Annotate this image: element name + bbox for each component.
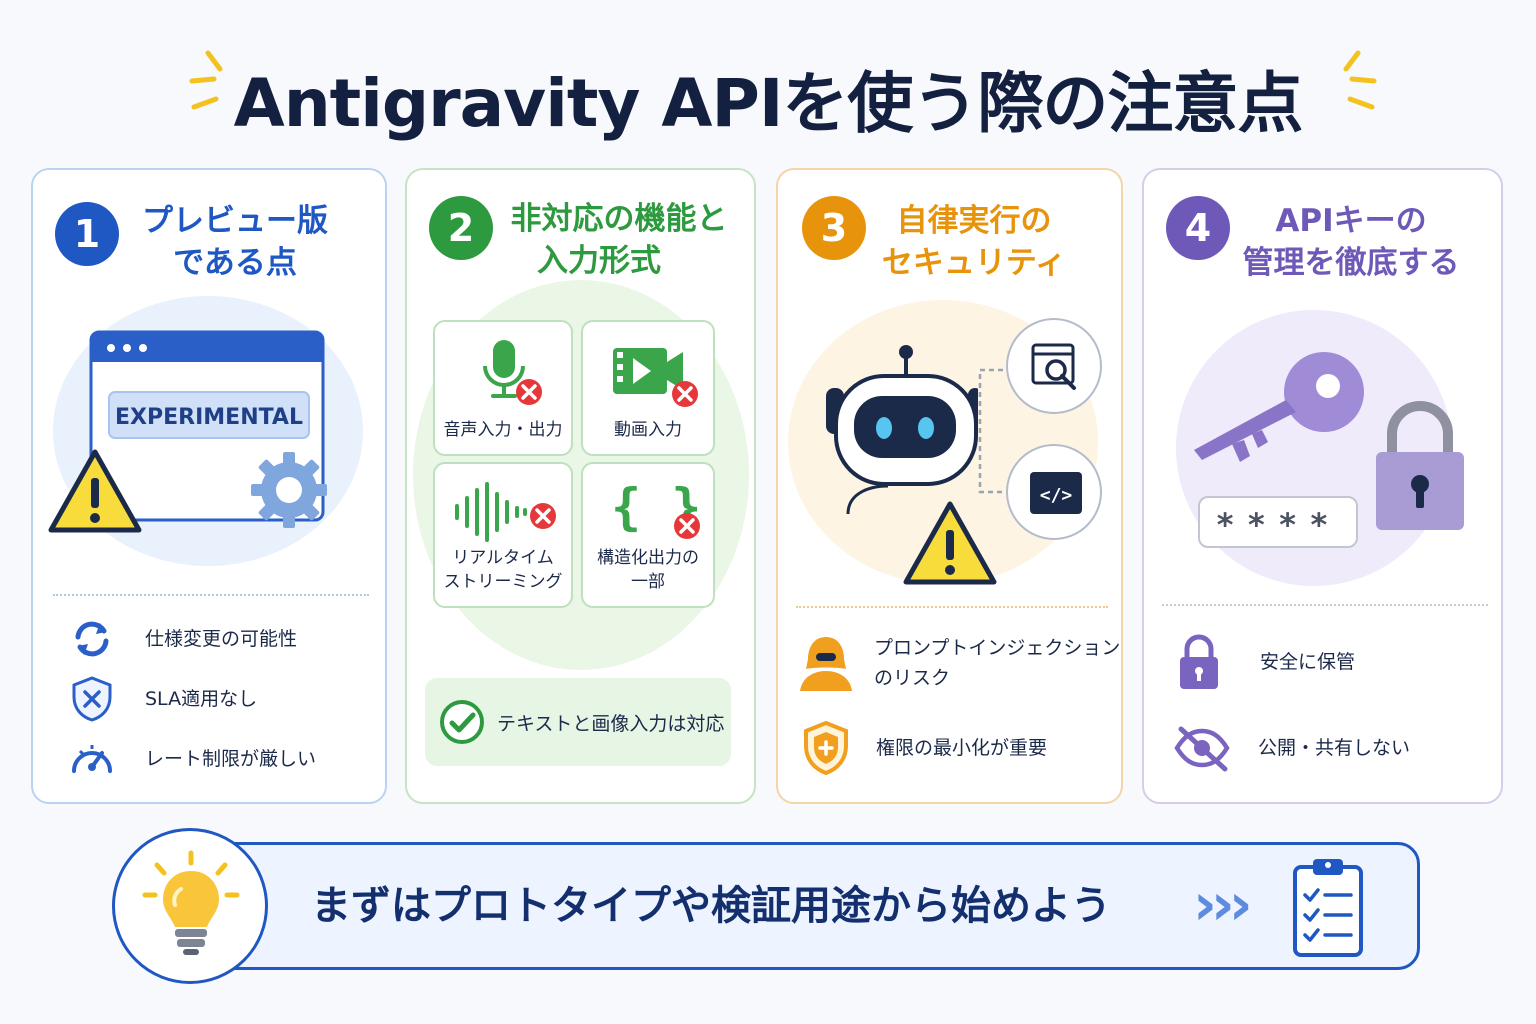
card-title-line1: 自律実行の [896,203,1052,239]
waveform-icon [455,482,556,542]
feature-label: 動画入力 [614,420,682,440]
check-circle-icon [440,700,484,744]
list-item: 権限の最小化が重要 [800,718,1047,778]
divider [796,606,1108,608]
search-window-bubble [1006,318,1102,414]
list-item: レート制限が厳しい [67,734,316,784]
card-title-line1: APIキーの [1275,203,1427,239]
braces-icon: { } [611,478,701,539]
item-label: SLA適用なし [145,688,258,710]
shield-plus-icon [800,718,852,778]
title-area: Antigravity APIを使う際の注意点 [0,40,1536,150]
padlock-icon [1376,401,1464,530]
card-number: 3 [802,196,866,260]
feature-tile: { } 構造化出力の 一部 [581,462,715,608]
page-title: Antigravity APIを使う際の注意点 [233,65,1304,142]
warning-icon [903,501,997,585]
banner-text: まずはプロトタイプや検証用途から始めよう [311,883,1111,929]
code-bubble: </> [1006,444,1102,540]
connector-lines [978,368,1012,494]
experimental-badge: EXPERIMENTAL [115,405,303,430]
item-label: 仕様変更の可能性 [145,628,298,650]
card-title-line1: プレビュー版 [142,203,328,239]
refresh-icon [67,614,117,664]
item-label: プロンプトインジェクション [874,637,1121,659]
card-title-line1: 非対応の機能と [510,201,728,237]
list-item: 安全に保管 [1174,632,1355,692]
feature-tile: 音声入力・出力 [433,320,573,456]
feature-label: リアルタイム [452,548,554,568]
item-label: のリスク [874,667,951,689]
card-title-line2: である点 [173,245,297,281]
item-label: レート制限が厳しい [145,748,317,770]
card-security: 3 自律実行の セキュリティ </> [776,168,1123,804]
eye-off-icon [1172,720,1232,776]
divider [53,594,369,596]
code-icon: </> [1030,472,1082,514]
list-item: プロンプトインジェクション のリスク [796,630,1120,696]
lightbulb-icon [142,850,240,955]
feature-label: 一部 [631,572,665,592]
robot-icon [826,345,978,515]
sparkle-right-icon [1343,50,1377,110]
lightbulb-badge [112,828,268,984]
sparkle-left-icon [189,50,223,110]
card-title-line2: セキュリティ [881,245,1067,281]
divider [1162,604,1488,606]
password-mask: **** [1215,506,1341,544]
card-number: 4 [1166,196,1230,260]
feature-label: 音声入力・出力 [443,420,563,440]
key-icon [1194,352,1364,462]
feature-tile: 動画入力 [581,320,715,456]
item-label: 公開・共有しない [1258,737,1411,759]
list-item: 仕様変更の可能性 [67,614,297,664]
svg-text:</>: </> [1040,485,1073,506]
card-number: 1 [55,202,119,266]
warning-icon [48,449,142,533]
card-unsupported: 2 非対応の機能と 入力形式 音声入力・出力 動画入力 [405,168,756,804]
hacker-icon [796,633,856,693]
item-label: 権限の最小化が重要 [876,737,1048,759]
note-text: テキストと画像入力は対応 [497,712,725,735]
gauge-icon [67,734,117,784]
list-item: SLA適用なし [67,674,257,724]
bottom-banner: まずはプロトタイプや検証用途から始めよう ››› [150,842,1420,970]
gear-icon [251,452,327,528]
clipboard-checklist-icon [1293,859,1363,957]
feature-tile: リアルタイム ストリーミング [433,462,573,608]
microphone-icon [483,340,542,405]
card-title-line2: 入力形式 [537,243,661,279]
supported-note: テキストと画像入力は対応 [425,678,731,766]
card-api-key: 4 APIキーの 管理を徹底する **** 安全に保管 [1142,168,1503,804]
video-icon [613,348,698,407]
password-field: **** [1198,496,1358,548]
chevrons-icon: ››› [1193,870,1253,938]
card-title-line2: 管理を徹底する [1242,245,1460,281]
card-number: 2 [429,196,493,260]
feature-label: 構造化出力の [597,548,699,568]
search-window-icon [1031,343,1076,390]
shield-x-icon [67,674,117,724]
item-label: 安全に保管 [1260,651,1356,673]
feature-label: ストリーミング [443,572,563,592]
padlock-icon [1174,632,1224,692]
card-preview: 1 プレビュー版 である点 EXPERIMENTAL [31,168,387,804]
list-item: 公開・共有しない [1172,720,1410,776]
